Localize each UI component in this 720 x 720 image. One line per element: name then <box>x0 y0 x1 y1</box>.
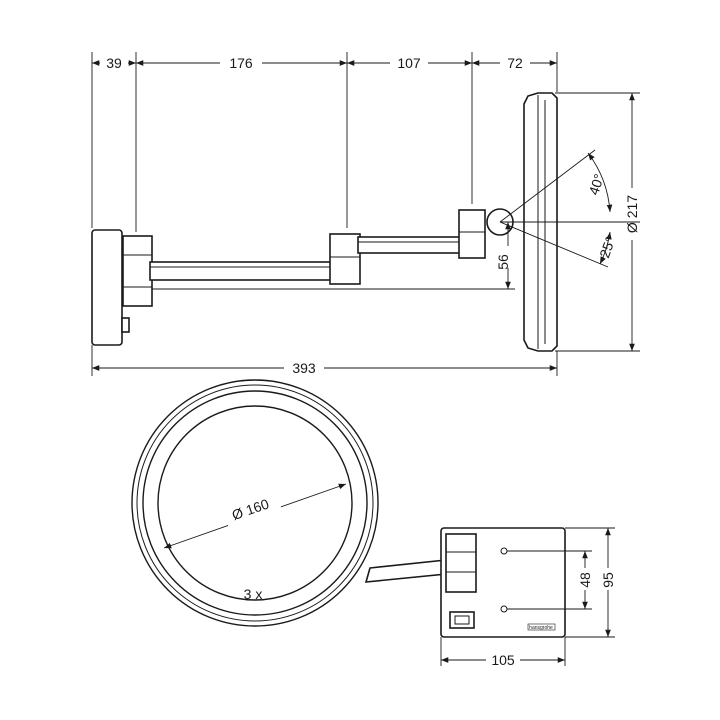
mirror-outer-ring <box>131 379 379 627</box>
dim-label-diameter-217: Ø 217 <box>624 195 640 233</box>
dim-label-72: 72 <box>507 55 523 71</box>
middle-joint <box>329 233 361 285</box>
upper-joint <box>458 209 486 259</box>
swivel-arm-upper <box>357 236 464 254</box>
angle-arc-up <box>587 152 613 213</box>
front-mount-block <box>445 533 477 593</box>
dim-label-105: 105 <box>491 652 515 668</box>
dim-label-48: 48 <box>577 572 593 588</box>
mirror-glass-edge <box>157 405 353 601</box>
swivel-arm-lower <box>149 261 334 281</box>
top-dimension-chain: 39 176 107 72 <box>92 55 557 71</box>
dim-label-107: 107 <box>397 55 421 71</box>
angle-label-25: 25° <box>596 235 618 260</box>
tilt-line-up <box>499 149 596 223</box>
dim-label-56: 56 <box>495 254 511 270</box>
dim-label-95: 95 <box>600 572 616 588</box>
front-view: Ø 160 3 x hansgrohe 105 48 95 <box>131 379 616 668</box>
angle-label-40: 40° <box>585 172 607 197</box>
magnification-label: 3 x <box>244 586 263 602</box>
side-view: 39 176 107 72 Ø 217 <box>91 52 640 376</box>
dim-label-39: 39 <box>106 55 122 71</box>
dim-label-176: 176 <box>229 55 253 71</box>
tilt-line-down <box>499 221 609 268</box>
switch-button <box>121 317 130 333</box>
front-arm <box>364 559 447 583</box>
mirror-frame-ring <box>136 384 374 622</box>
mirror-light-ring-outer <box>142 390 368 616</box>
wall-mount-block <box>122 235 153 307</box>
wall-plate <box>91 229 123 346</box>
brand-label: hansgrohe <box>529 625 553 631</box>
angle-arc-down <box>599 231 612 265</box>
front-switch <box>449 611 475 629</box>
dim-label-393: 393 <box>292 360 316 376</box>
